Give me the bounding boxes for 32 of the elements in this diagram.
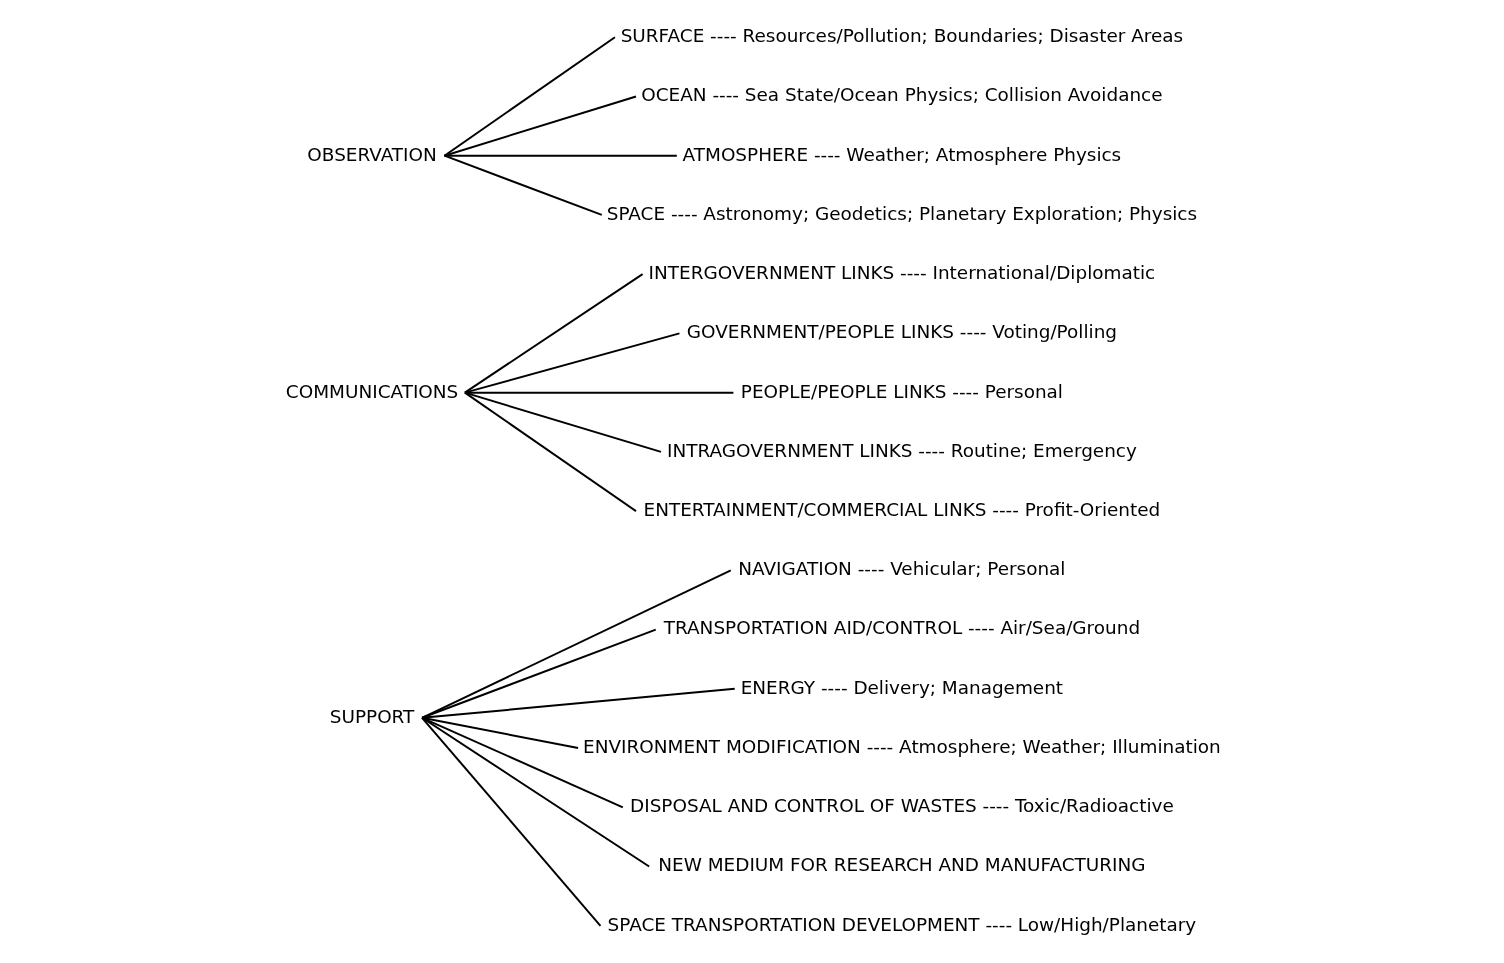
connector: [463, 391, 662, 453]
node-text: SURFACE ---- Resources/Pollution; Boundaries; Disaster Areas: [620, 25, 1183, 47]
node-text: DISPOSAL AND CONTROL OF WASTES ---- Toxic/Radioactive: [629, 795, 1174, 817]
node-text: ATMOSPHERE ---- Weather; Atmosphere Physics: [682, 143, 1121, 165]
node-text: INTERGOVERNMENT LINKS ---- International/Diplomatic: [648, 262, 1155, 284]
connector: [443, 95, 637, 157]
node-text: NEW MEDIUM FOR RESEARCH AND MANUFACTURING: [657, 854, 1146, 876]
node-text: ENTERTAINMENT/COMMERCIAL LINKS ---- Profit-Oriented: [643, 498, 1160, 520]
node-text: INTRAGOVERNMENT LINKS ---- Routine; Emergency: [666, 439, 1137, 461]
node-text: OBSERVATION: [306, 143, 437, 165]
connector: [443, 154, 678, 157]
node-text: COMMUNICATIONS: [285, 380, 458, 402]
node-text: PEOPLE/PEOPLE LINKS ---- Personal: [740, 380, 1063, 402]
node-text: ENERGY ---- Delivery; Management: [740, 676, 1063, 698]
node-text: ENVIRONMENT MODIFICATION ---- Atmosphere; Weather; Illumination: [582, 735, 1221, 757]
connector: [420, 569, 732, 719]
connector: [420, 628, 657, 719]
node-text: NAVIGATION ---- Vehicular; Personal: [737, 558, 1065, 580]
connector: [443, 154, 603, 216]
node-text: SPACE ---- Astronomy; Geodetics; Planetary Exploration; Physics: [606, 202, 1197, 224]
connector: [463, 332, 680, 394]
connector: [463, 391, 637, 513]
connector: [443, 36, 616, 157]
node-text: OCEAN ---- Sea State/Ocean Physics; Collision Avoidance: [640, 84, 1163, 106]
node-text: SUPPORT: [329, 705, 414, 727]
connector: [420, 716, 624, 809]
connector: [420, 716, 601, 927]
connector: [420, 716, 650, 868]
node-text: SPACE TRANSPORTATION DEVELOPMENT ---- Low/High/Planetary: [607, 913, 1196, 935]
node-text: TRANSPORTATION AID/CONTROL ---- Air/Sea/Ground: [663, 617, 1140, 639]
connector: [463, 273, 644, 394]
node-text: GOVERNMENT/PEOPLE LINKS ---- Voting/Polling: [686, 321, 1117, 343]
